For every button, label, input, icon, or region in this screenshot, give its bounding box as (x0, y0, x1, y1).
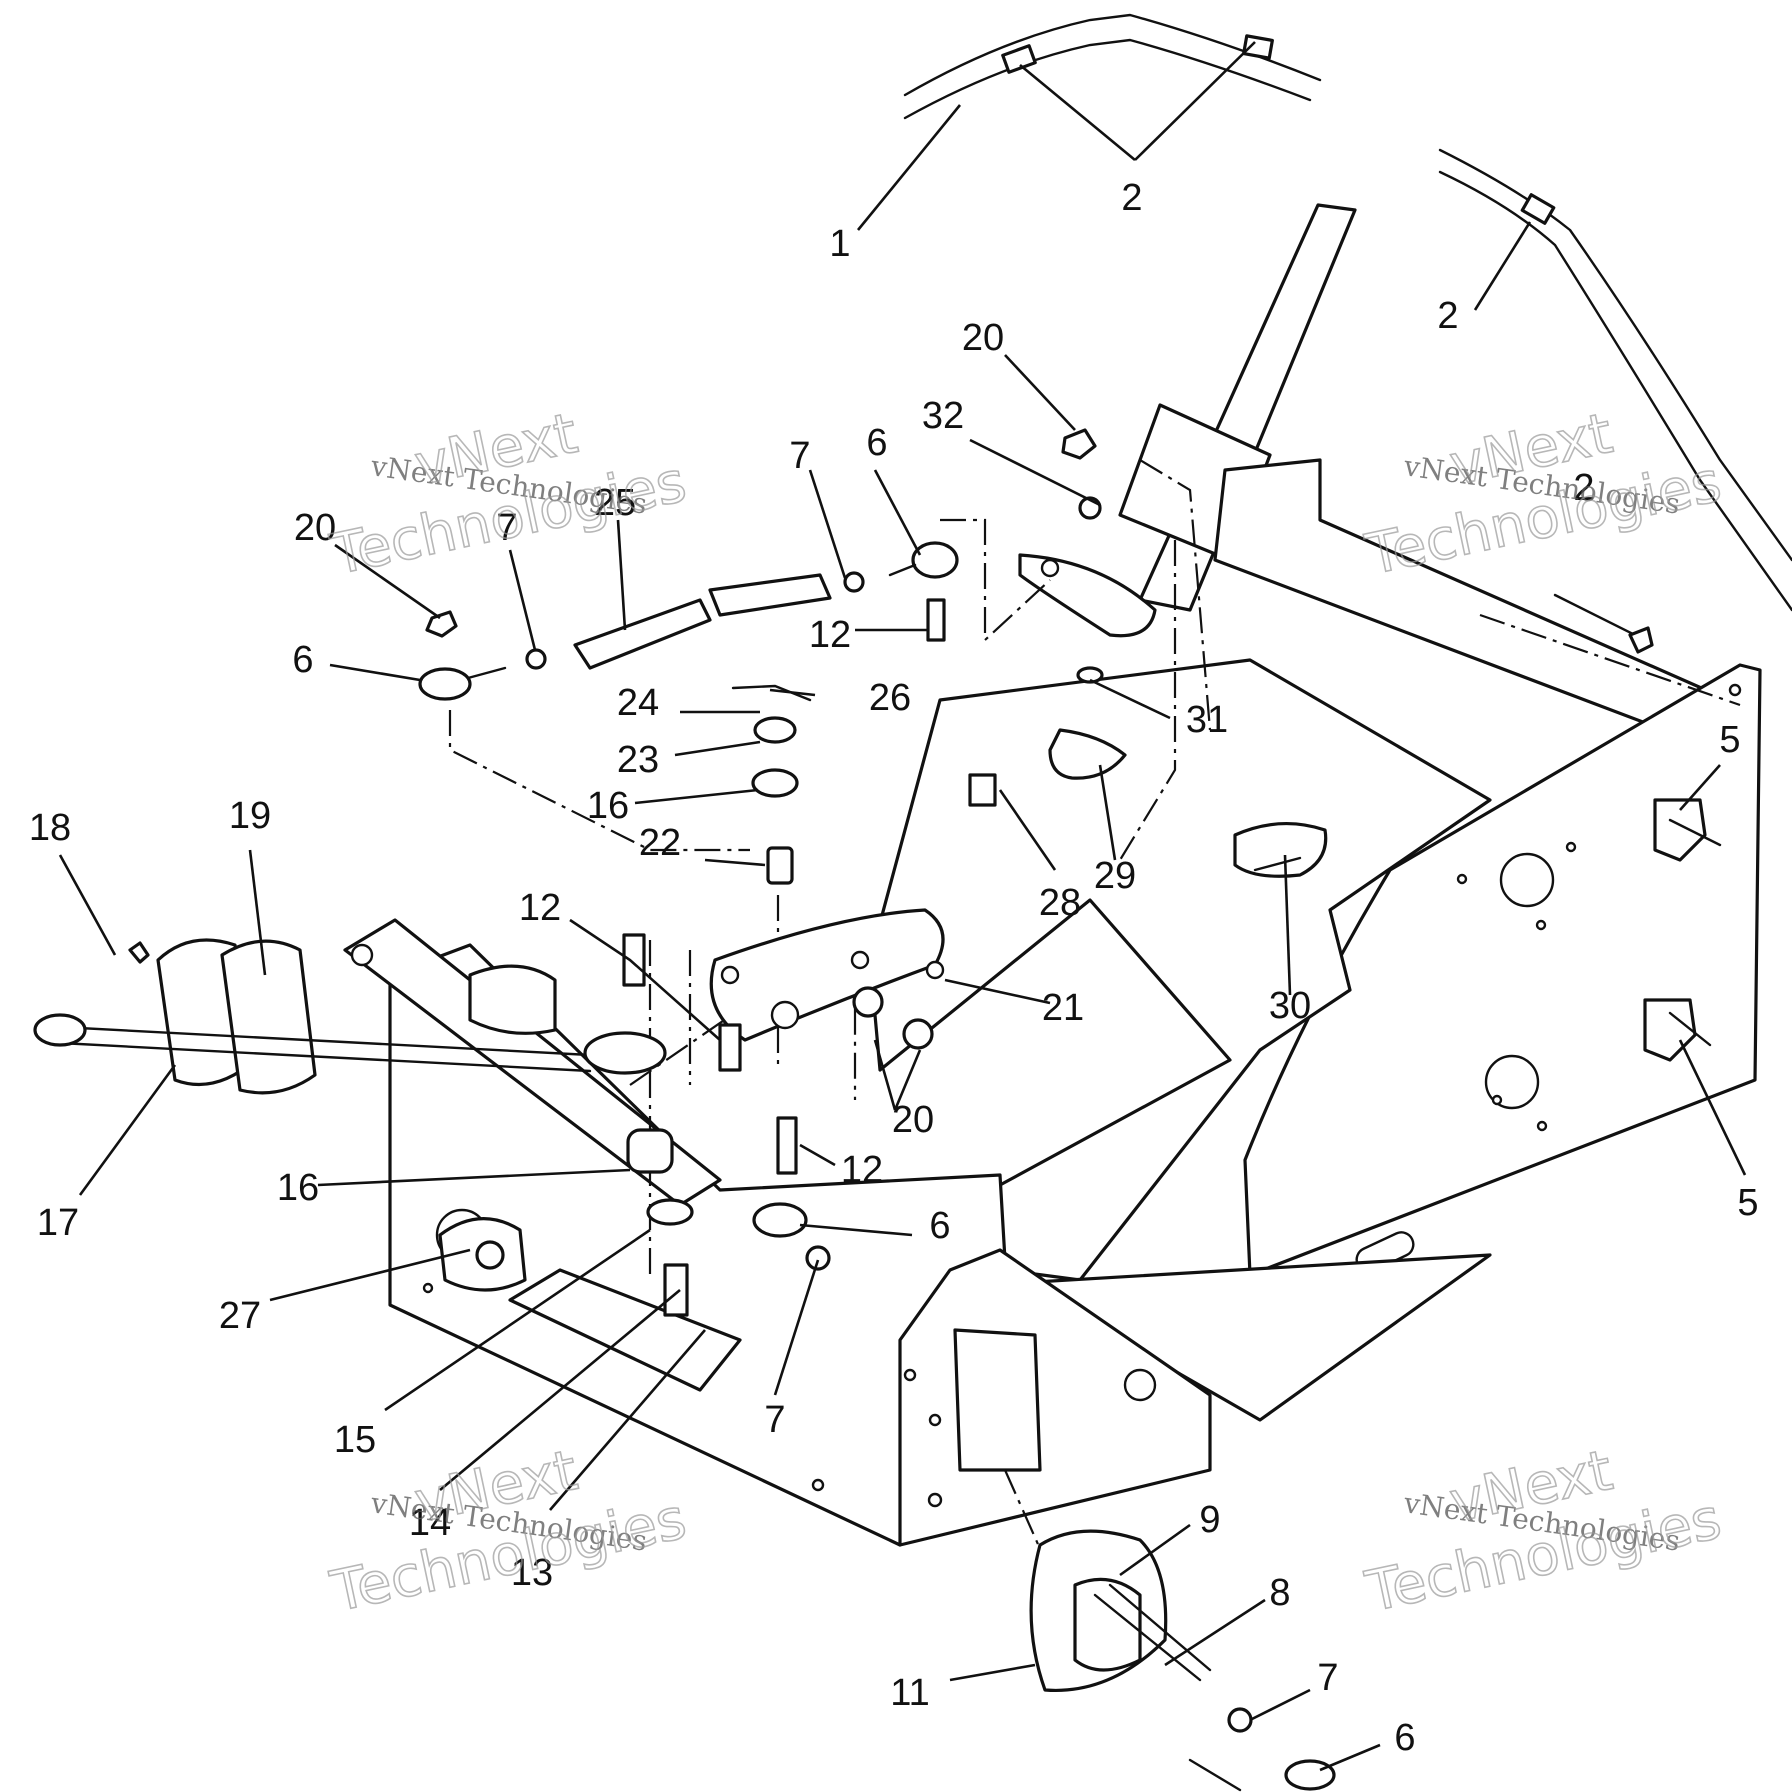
rod-end (418, 667, 472, 701)
callout-25: 25 (594, 482, 636, 524)
callout-6: 6 (1394, 1717, 1415, 1759)
callout-17: 17 (37, 1202, 79, 1244)
grommet (475, 1240, 505, 1270)
cotter-pin (128, 941, 150, 964)
callout-2: 2 (1573, 467, 1594, 509)
leader-lines (58, 41, 1747, 1772)
callout-5: 5 (1719, 719, 1740, 761)
lock-nut (805, 1245, 831, 1271)
callout-20: 20 (294, 507, 336, 549)
callout-12: 12 (519, 887, 561, 929)
callout-16: 16 (587, 785, 629, 827)
rod-end (752, 1202, 808, 1238)
bolt (718, 1023, 742, 1072)
callout-18: 18 (29, 807, 71, 849)
callout-7: 7 (1317, 1657, 1338, 1699)
shim (968, 773, 997, 807)
callout-9: 9 (1199, 1499, 1220, 1541)
handlebar-clamp (1242, 34, 1274, 60)
handlebar-clamp (1520, 193, 1556, 225)
lock-nut (843, 571, 865, 593)
callout-30: 30 (1269, 985, 1311, 1027)
stud (663, 1263, 689, 1317)
steering-arm (1018, 553, 1157, 638)
callout-2: 2 (1121, 177, 1142, 219)
grommet (626, 1128, 674, 1174)
right-side-panel (1243, 663, 1762, 1277)
callout-24: 24 (617, 682, 659, 724)
callout-16: 16 (277, 1167, 319, 1209)
grommet (753, 716, 797, 744)
handlebar-clamp (1001, 44, 1037, 74)
callout-19: 19 (229, 795, 271, 837)
shift-rod-sleeve (708, 573, 832, 617)
left-plates (33, 938, 831, 1317)
callout-32: 32 (922, 395, 964, 437)
callout-12: 12 (809, 614, 851, 656)
shift-rod-sleeve (573, 598, 712, 670)
callout-5: 5 (1737, 1182, 1758, 1224)
callout-15: 15 (334, 1419, 376, 1461)
linkage-parts (418, 428, 1654, 1072)
mount-plate (1653, 798, 1707, 862)
callout-13: 13 (511, 1552, 553, 1594)
callout-6: 6 (929, 1205, 950, 1247)
plate (1233, 822, 1328, 878)
callout-21: 21 (1042, 987, 1084, 1029)
nut (902, 1018, 934, 1050)
rod-end (911, 541, 959, 579)
callout-7: 7 (789, 435, 810, 477)
callout-22: 22 (639, 822, 681, 864)
skid-plate (508, 1268, 742, 1392)
callout-29: 29 (1094, 855, 1136, 897)
callout-1: 1 (829, 223, 850, 265)
nut (1061, 428, 1097, 460)
rod-end (1284, 1759, 1336, 1791)
front-brace (343, 918, 722, 1207)
callout-26: 26 (869, 677, 911, 719)
callout-20: 20 (962, 317, 1004, 359)
rod-end (583, 1031, 667, 1075)
callout-20: 20 (892, 1099, 934, 1141)
callout-28: 28 (1039, 882, 1081, 924)
bolt (622, 933, 646, 987)
frame-bulkhead (343, 458, 1762, 1547)
callout-14: 14 (409, 1502, 451, 1544)
lock-nut (1227, 1707, 1253, 1733)
callout-6: 6 (866, 422, 887, 464)
callout-6: 6 (292, 639, 313, 681)
nut (852, 986, 884, 1018)
callout-31: 31 (1186, 699, 1228, 741)
callout-12: 12 (841, 1149, 883, 1191)
gaiter-plate (220, 939, 317, 1095)
bolt (776, 1116, 798, 1175)
callout-23: 23 (617, 739, 659, 781)
callout-2: 2 (1437, 295, 1458, 337)
spacer (766, 846, 794, 885)
clip (1076, 666, 1104, 684)
callout-8: 8 (1269, 1572, 1290, 1614)
lower-parts (1029, 1529, 1336, 1792)
rod-end (33, 1013, 87, 1047)
washer (646, 1198, 694, 1226)
callout-11: 11 (890, 1672, 929, 1714)
callout-27: 27 (219, 1295, 261, 1337)
callout-7: 7 (764, 1399, 785, 1441)
bolt (926, 598, 946, 642)
bulkhead-cutout (953, 1328, 1042, 1472)
lock-nut (525, 648, 547, 670)
bellow (468, 964, 557, 1035)
callout-7: 7 (496, 507, 517, 549)
callout-labels: 1 2 2 2 20 32 7 6 25 7 20 6 12 26 24 23 … (29, 177, 1759, 1759)
grommet (751, 768, 799, 798)
